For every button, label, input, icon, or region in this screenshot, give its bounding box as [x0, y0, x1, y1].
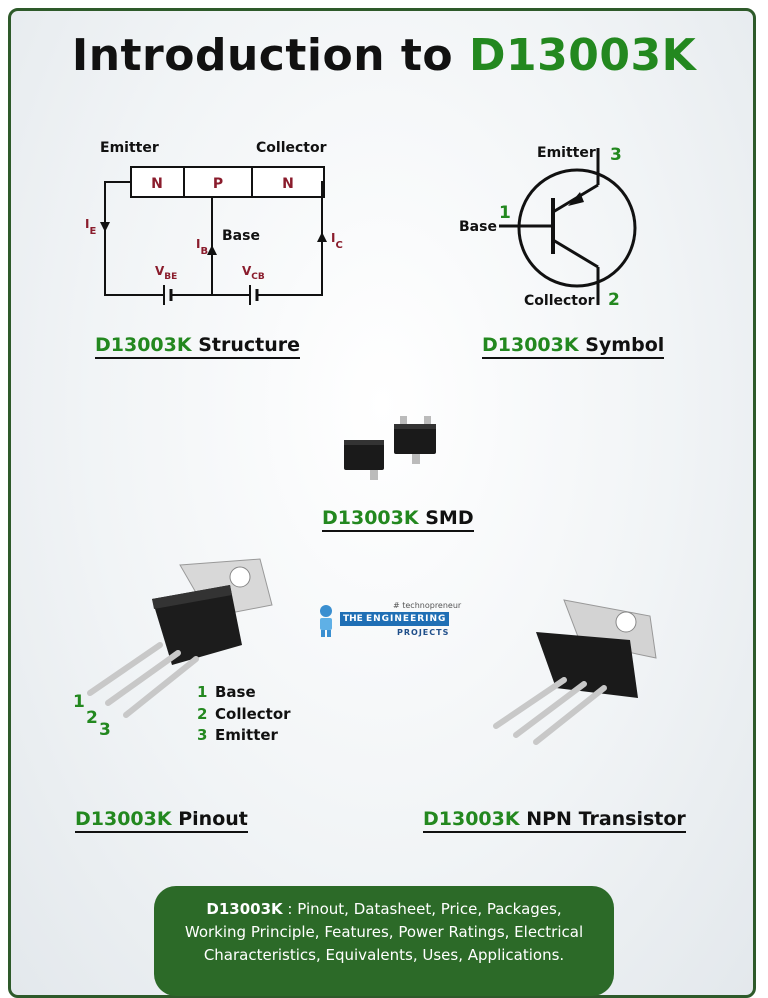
vcb-label: VCB	[242, 264, 265, 282]
ib-label: IB	[196, 237, 208, 257]
title-highlight: D13003K	[468, 30, 697, 81]
region-n-collector: N	[282, 176, 294, 192]
region-n-emitter: N	[151, 176, 163, 192]
symbol-emitter-number: 3	[610, 145, 622, 165]
ic-label: IC	[331, 231, 343, 251]
smd-package-image	[344, 416, 436, 480]
pinout-transistor-image	[87, 558, 273, 718]
pin-number-2: 2	[86, 708, 98, 728]
vbe-label: VBE	[155, 264, 177, 282]
symbol-base-label: Base	[459, 219, 497, 235]
npn-transistor-image	[493, 599, 657, 745]
logo-projects: PROJECTS	[397, 628, 450, 637]
caption-npn: D13003K NPN Transistor	[423, 808, 686, 833]
caption-structure: D13003K Structure	[95, 334, 301, 359]
structure-base-label: Base	[222, 228, 260, 244]
pin-number-3: 3	[99, 720, 111, 740]
robot-icon	[320, 605, 332, 637]
region-p-base: P	[213, 176, 223, 192]
logo-banner: THE ENGINEERING	[340, 612, 450, 626]
caption-symbol: D13003K Symbol	[482, 334, 665, 359]
symbol-emitter-label: Emitter	[537, 145, 596, 161]
symbol-collector-number: 2	[608, 290, 620, 310]
caption-pinout: D13003K Pinout	[75, 808, 248, 833]
title-prefix: Introduction to	[71, 30, 454, 81]
caption-smd: D13003K SMD	[322, 507, 474, 532]
logo-tagline: # technopreneur	[393, 601, 462, 610]
ie-label: IE	[85, 217, 96, 237]
transistor-symbol: Emitter 3 Base 1 Collector 2	[459, 145, 637, 310]
pin-number-1: 1	[73, 692, 85, 712]
structure-collector-label: Collector	[256, 140, 327, 156]
summary-banner: D13003K : Pinout, Datasheet, Price, Pack…	[154, 886, 614, 996]
symbol-base-number: 1	[499, 203, 511, 223]
pn-junction-block	[130, 166, 325, 198]
structure-emitter-label: Emitter	[100, 140, 159, 156]
structure-diagram: Emitter Collector N P N IE Base IB IC VB…	[85, 140, 343, 305]
page-title: Introduction to D13003K	[0, 30, 768, 81]
engineering-projects-logo: # technopreneur THE ENGINEERING PROJECTS	[315, 601, 465, 641]
symbol-collector-label: Collector	[524, 293, 595, 309]
